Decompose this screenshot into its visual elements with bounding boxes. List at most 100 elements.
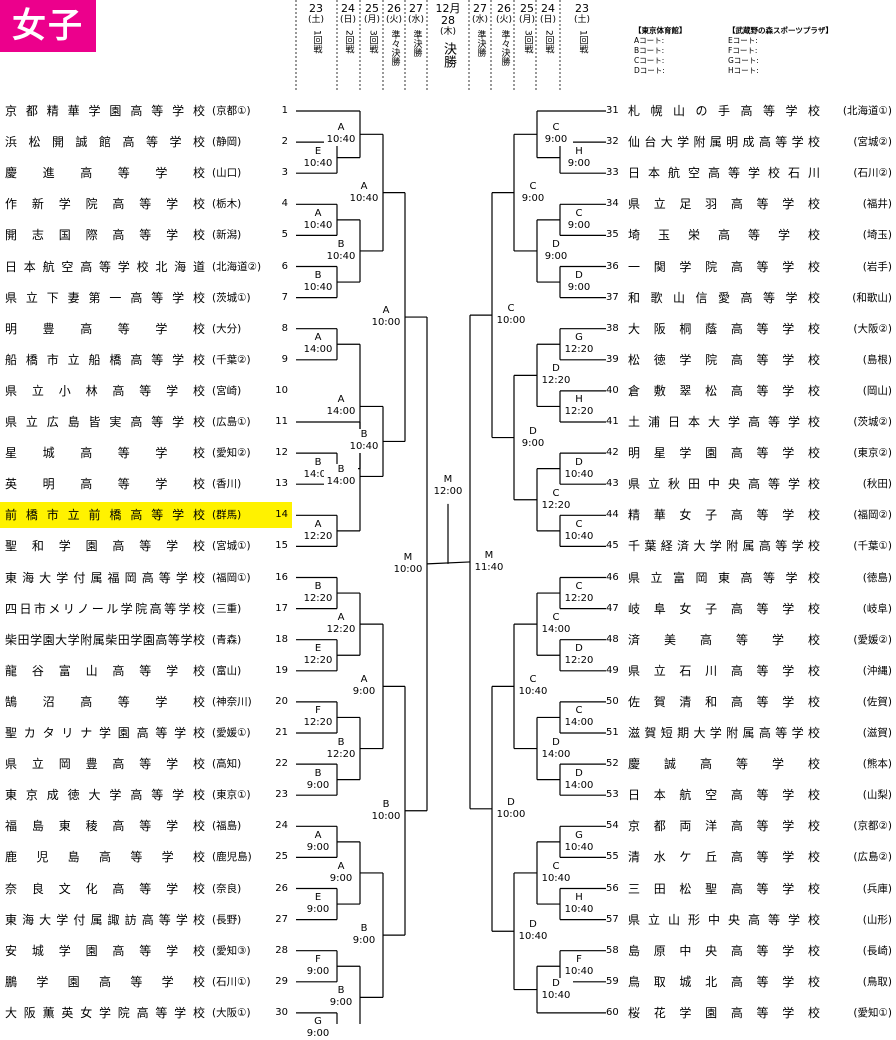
- match-time: 14:00: [541, 624, 571, 636]
- match-time: 10:40: [564, 904, 594, 916]
- match-court: G: [575, 332, 583, 344]
- team-prefecture: (静岡): [212, 136, 242, 149]
- team-row: 鵠沼高等学校(神奈川)20: [0, 689, 292, 715]
- match-time: 10:40: [541, 989, 571, 1001]
- team-name: 県立富岡東高等学校: [628, 570, 820, 585]
- match-time: 9:00: [306, 841, 330, 853]
- team-row: 仙台大学附属明成高等学校(宮城②)32: [606, 129, 896, 155]
- header-day: 25: [520, 2, 534, 15]
- team-name: 県立足羽高等学校: [628, 197, 820, 212]
- venue-block: 【武蔵野の森スポーツプラザ】Eコート:Fコート:Gコート:Hコート:: [728, 26, 833, 76]
- match-time: 10:00: [496, 315, 526, 327]
- team-name: 清水ケ丘高等学校: [628, 850, 820, 865]
- header-day: 27: [409, 2, 423, 15]
- team-number: 56: [606, 882, 619, 894]
- team-row: 安城学園高等学校(愛知③)28: [0, 938, 292, 964]
- team-name: 龍谷富山高等学校: [5, 663, 205, 678]
- team-row: 浜松開誠館高等学校(静岡)2: [0, 129, 292, 155]
- match-time: 12:20: [564, 655, 594, 667]
- team-number: 6: [281, 260, 288, 272]
- match-time: 12:20: [564, 593, 594, 605]
- team-number: 17: [275, 602, 288, 614]
- round-header-left-1: 24(日)2回戦: [336, 2, 360, 98]
- team-name: 三田松聖高等学校: [628, 881, 820, 896]
- match-court: A: [360, 674, 368, 686]
- team-number: 10: [275, 384, 288, 396]
- match-time: 14:00: [303, 344, 333, 356]
- team-prefecture: (岐阜): [862, 602, 892, 615]
- match-time: 14:00: [303, 468, 333, 480]
- team-name: 鵠沼高等学校: [5, 694, 205, 709]
- team-name: 岐阜女子高等学校: [628, 601, 820, 616]
- match-court: H: [575, 394, 583, 406]
- match-time: 12:20: [303, 530, 333, 542]
- title-badge: 女子: [0, 0, 96, 52]
- match-court: B: [337, 238, 345, 250]
- header-day: 25: [365, 2, 379, 15]
- team-name: 和歌山信愛高等学校: [628, 290, 820, 305]
- match-time: 9:00: [329, 872, 353, 884]
- match-court: A: [337, 860, 345, 872]
- match-court: D: [575, 270, 583, 282]
- match-time: 10:40: [518, 931, 548, 943]
- match-court: A: [314, 207, 322, 219]
- team-row: 県立下妻第一高等学校(茨城①)7: [0, 285, 292, 311]
- team-prefecture: (富山): [212, 664, 242, 677]
- match-court: H: [575, 145, 583, 157]
- match-time: 10:40: [303, 282, 333, 294]
- team-number: 19: [275, 664, 288, 676]
- team-row: 済美高等学校(愛媛②)48: [606, 627, 896, 653]
- team-row: 柴田学園大学附属柴田学園高等学校(青森)18: [0, 627, 292, 653]
- team-number: 43: [606, 478, 619, 490]
- team-prefecture: (広島①): [212, 416, 251, 428]
- team-number: 58: [606, 944, 619, 956]
- match-court: F: [576, 954, 582, 966]
- team-number: 52: [606, 758, 619, 770]
- team-row: 前橋市立前橋高等学校(群馬)14: [0, 502, 292, 529]
- match-time: 10:40: [564, 841, 594, 853]
- team-name: 大阪桐蔭高等学校: [628, 321, 820, 336]
- team-row: 埼玉栄高等学校(埼玉)35: [606, 222, 896, 248]
- month-label: 12月: [435, 2, 461, 15]
- match-court: C: [529, 674, 537, 686]
- header-round: 準々決勝: [389, 30, 400, 66]
- team-number: 36: [606, 260, 619, 272]
- match-court: B: [337, 464, 345, 476]
- team-number: 11: [275, 416, 288, 427]
- header-weekday: (月): [518, 15, 536, 25]
- match-time: 10:40: [518, 686, 548, 698]
- team-row: 県立小林高等学校(宮崎)10: [0, 378, 292, 404]
- match-time: 10:40: [303, 157, 333, 169]
- venue-court: Hコート:: [728, 66, 759, 75]
- team-number: 27: [275, 913, 288, 925]
- team-number: 41: [606, 416, 619, 427]
- team-prefecture: (神奈川): [212, 695, 252, 708]
- header-weekday: (火): [495, 15, 513, 25]
- team-row: 開志国際高等学校(新潟)5: [0, 222, 292, 248]
- match-time: 10:40: [349, 192, 379, 204]
- round-header-left-3: 26(火)準々決勝: [382, 2, 406, 98]
- team-name: 日本航空高等学校石川: [628, 166, 820, 181]
- round-header-left-0: 23(土)1回戦: [304, 2, 328, 98]
- team-number: 44: [606, 509, 619, 521]
- team-prefecture: (大阪①): [212, 1006, 251, 1019]
- team-number: 40: [606, 384, 619, 396]
- team-row: 聖カタリナ学園高等学校(愛媛①)21: [0, 720, 292, 746]
- team-name: 浜松開誠館高等学校: [5, 135, 205, 150]
- match-court: C: [552, 860, 560, 872]
- team-prefecture: (宮城①): [212, 540, 251, 553]
- team-name: 明星学園高等学校: [628, 446, 820, 461]
